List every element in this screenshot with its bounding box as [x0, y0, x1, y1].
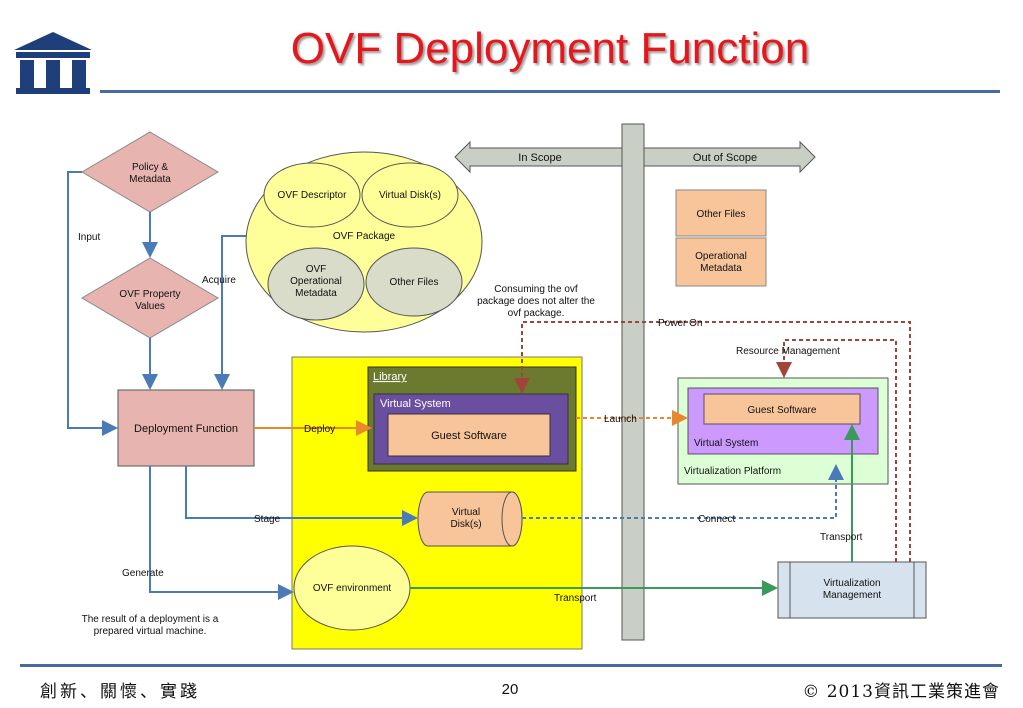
other-files-pkg-label: Other Files [390, 277, 439, 288]
title-rule [100, 90, 1000, 93]
virtualization-management-label-1: Virtualization [823, 578, 880, 589]
deployment-function-box [117, 389, 255, 467]
consuming-note-3: ovf package. [508, 308, 565, 319]
guest-software-label: Guest Software [431, 430, 507, 442]
virtualization-platform-label: Virtualization Platform [684, 466, 781, 477]
in-scope-label: In Scope [518, 152, 561, 164]
power-on-connector [514, 321, 911, 562]
operational-metadata-label-1: Operational [695, 251, 747, 262]
input-connector [67, 171, 118, 436]
connect-label: Connect [698, 514, 735, 525]
other-files-out-label: Other Files [697, 209, 746, 220]
ovf-environment-label: OVF environment [313, 583, 392, 594]
deploy-label: Deploy [304, 424, 335, 435]
ovf-descriptor-ellipse [263, 162, 361, 228]
generate-connector [149, 466, 294, 600]
transport-label: Transport [554, 593, 597, 604]
consuming-note-1: Consuming the ovf [494, 284, 578, 295]
page-number: 20 [501, 681, 519, 698]
virtual-disk-cylinder [417, 491, 523, 547]
guest-software-box [387, 413, 551, 457]
footer-copyright: © 2013資訊工業策進會 [802, 682, 1000, 702]
ovf-opmeta-label-3: Metadata [295, 288, 337, 299]
footer-motto: 創新、關懷、實踐 [40, 682, 200, 702]
footer-rule [20, 664, 1002, 667]
guest-software-rt-label: Guest Software [748, 405, 817, 416]
resource-management-label: Resource Management [736, 346, 840, 357]
scope-divider [621, 123, 645, 641]
virtual-disks-pkg-ellipse [361, 162, 459, 228]
stage-connector [185, 466, 418, 526]
transport-label-2: Transport [820, 532, 863, 543]
resource-management-connector [776, 339, 897, 562]
operational-metadata-label-2: Metadata [700, 263, 742, 274]
guest-software-rt-box [703, 393, 861, 425]
consuming-note-2: package does not alter the [477, 296, 595, 307]
ovf-operational-metadata-ellipse [267, 247, 365, 321]
ovf-opmeta-label-1: OVF [306, 264, 327, 275]
acquire-label: Acquire [202, 275, 236, 286]
virtual-system-label: Virtual System [380, 398, 451, 410]
slide-title: OVF Deployment Function [290, 24, 810, 73]
operational-metadata-out-box [675, 237, 767, 287]
institute-logo-icon [14, 32, 92, 94]
out-of-scope-label: Out of Scope [693, 152, 757, 164]
virtual-disks-pkg-label: Virtual Disk(s) [379, 190, 441, 201]
power-on-label: Power On [658, 318, 702, 329]
policy-label-2: Metadata [129, 174, 171, 185]
ovf-property-label-1: OVF Property [119, 289, 180, 300]
policy-label-1: Policy & [132, 162, 168, 173]
ovf-package-label: OVF Package [333, 231, 396, 242]
acquire-connector [214, 235, 246, 390]
virtual-disk-label-1: Virtual [452, 507, 480, 518]
virtual-disk-label-2: Disk(s) [450, 519, 481, 530]
library-label: Library [373, 371, 407, 383]
stage-label: Stage [254, 514, 281, 525]
virtualization-management-label-2: Management [823, 590, 882, 601]
virtual-system-rt-label: Virtual System [694, 438, 758, 449]
ovf-descriptor-label: OVF Descriptor [278, 190, 348, 201]
scope-arrow-in: In Scope [454, 140, 623, 174]
launch-label: Launch [604, 414, 637, 425]
generate-label: Generate [122, 568, 164, 579]
scope-arrow-out: Out of Scope [643, 140, 816, 174]
other-files-pkg-ellipse [365, 247, 463, 317]
virtualization-management-box [777, 561, 927, 619]
input-label: Input [78, 232, 100, 243]
ovf-opmeta-label-2: Operational [290, 276, 342, 287]
ovf-property-label-2: Values [135, 301, 165, 312]
other-files-out-box [675, 189, 767, 237]
result-note-2: prepared virtual machine. [94, 626, 207, 637]
deployment-function-label: Deployment Function [134, 423, 238, 435]
result-note-1: The result of a deployment is a [82, 614, 219, 625]
